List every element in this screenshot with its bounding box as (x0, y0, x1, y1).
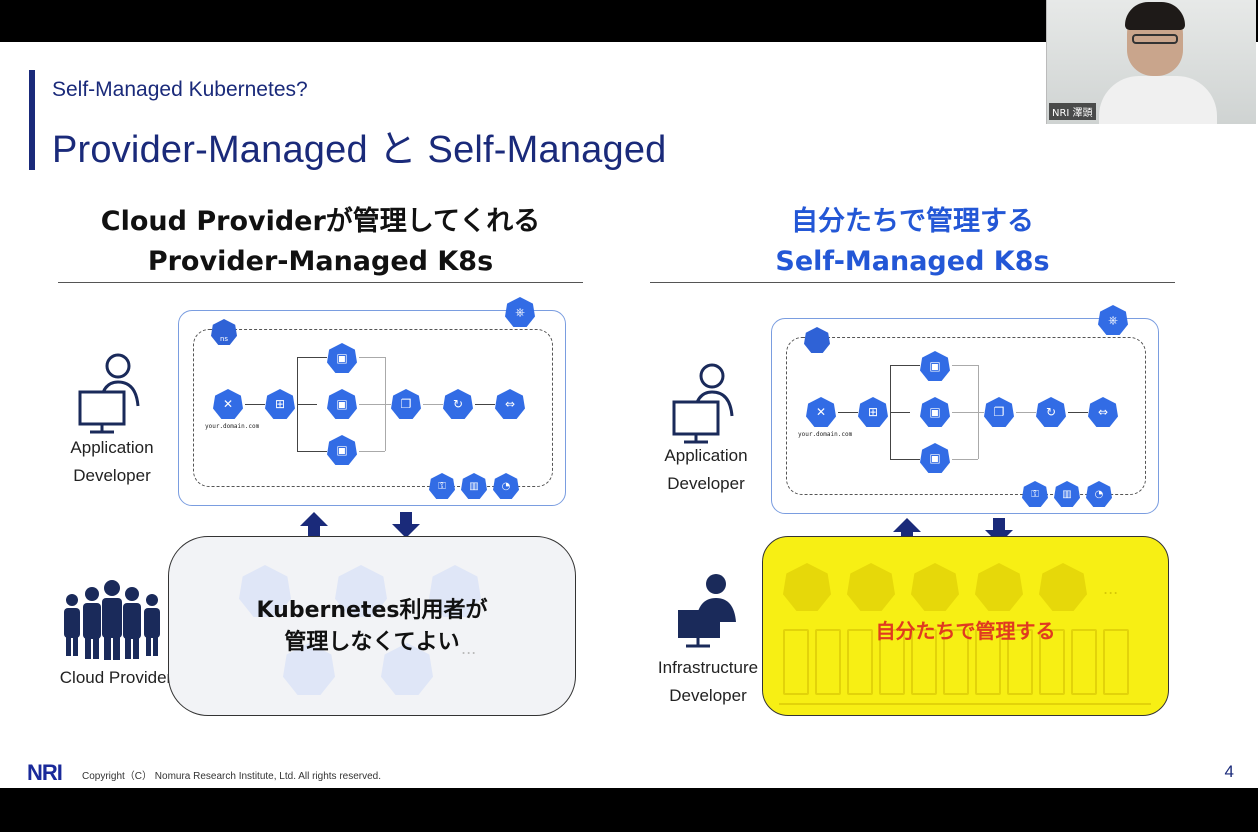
slide-title: Provider-Managed と Self-Managed (52, 129, 667, 171)
right-heading-rule (650, 282, 1175, 283)
ghost-node-icon (1039, 563, 1087, 611)
connector (890, 459, 920, 460)
kubernetes-wheel-icon: ⎈ (1098, 305, 1128, 335)
cloud-provider-role: Cloud Provider (59, 668, 173, 687)
connector (838, 412, 858, 413)
connector (359, 451, 385, 452)
server-rack-icon (1007, 629, 1033, 695)
connector (359, 357, 385, 358)
ellipsis-text: ... (1103, 579, 1119, 598)
left-cloud-provider-area: ... Kubernetes利用者が 管理しなくてよい (168, 536, 576, 716)
page-number: 4 (1224, 762, 1234, 781)
arrow-up-icon (300, 512, 328, 526)
arrow-down-stem (400, 512, 412, 524)
right-developer-role-line2: Developer (667, 474, 745, 493)
right-k8s-cluster-box: ⎈ ✕ your.domain.com ⊞ ▣ ▣ ▣ ❐ ↻ ⇔ ⚿ ▥ (771, 305, 1159, 514)
person-at-computer-icon (78, 353, 140, 434)
right-namespace-box (786, 337, 1146, 495)
connector (297, 357, 327, 358)
left-k8s-cluster-box: ⎈ ns ✕ your.domain.com ⊞ ▣ ▣ ▣ ❐ ↻ ⇔ ⚿ (178, 297, 566, 506)
right-domain-text: your.domain.com (798, 431, 853, 438)
ghost-node-icon (975, 563, 1023, 611)
webcam-person-glasses (1132, 34, 1178, 44)
copyright-text: Copyright（C） Nomura Research Institute, … (82, 771, 382, 782)
ghost-node-icon (783, 563, 831, 611)
left-heading-line2: Provider-Managed K8s (147, 246, 494, 277)
infra-developer-role: Infrastructure Developer (646, 654, 770, 710)
server-rack-icon (847, 629, 873, 695)
right-heading: 自分たちで管理する Self-Managed K8s (650, 202, 1175, 282)
connector (245, 404, 265, 405)
server-rack-icon (783, 629, 809, 695)
arrow-up-stem (308, 526, 320, 538)
webcam-person-hair (1125, 2, 1185, 30)
connector (952, 459, 978, 460)
left-developer-role-line1: Application (70, 438, 154, 457)
server-rack-icon (879, 629, 905, 695)
left-heading-line1: Cloud Providerが管理してくれる (100, 206, 541, 237)
slide-subtitle: Self-Managed Kubernetes? (52, 78, 308, 101)
cloud-text-line1: Kubernetes利用者が (256, 598, 488, 623)
person-at-computer-icon (672, 363, 734, 444)
server-rack-icon (1071, 629, 1097, 695)
yellow-area-text: 自分たちで管理する (875, 619, 1056, 643)
server-rack-icon (975, 629, 1001, 695)
webcam-person-body (1099, 76, 1217, 124)
left-heading: Cloud Providerが管理してくれる Provider-Managed … (58, 202, 583, 282)
left-heading-rule (58, 282, 583, 283)
ns-label: ns (219, 335, 229, 343)
right-developer-role: Application Developer (646, 442, 766, 498)
connector (890, 365, 920, 366)
server-rack-icon (911, 629, 937, 695)
ghost-node-icon (911, 563, 959, 611)
arrow-down-stem (993, 518, 1005, 530)
left-developer-role: Application Developer (52, 434, 172, 490)
right-heading-line2: Self-Managed K8s (775, 246, 1050, 277)
ghost-node-icon (847, 563, 895, 611)
right-developer-role-line1: Application (664, 446, 748, 465)
left-domain-text: your.domain.com (205, 423, 260, 430)
left-namespace-box (193, 329, 553, 487)
connector (890, 365, 891, 459)
connector (297, 357, 298, 451)
self-managed-infra-area: ... 自分たちで管理する (762, 536, 1169, 716)
title-accent-bar (29, 70, 35, 170)
webcam-name-label: NRI 澤頭 (1049, 103, 1096, 120)
connector (297, 451, 327, 452)
server-rack-icon (1039, 629, 1065, 695)
infra-developer-role-line1: Infrastructure (657, 658, 759, 677)
infra-developer-role-line2: Developer (669, 686, 747, 705)
connector (952, 365, 978, 366)
group-of-people-icon (64, 580, 160, 660)
presentation-slide: Self-Managed Kubernetes? Provider-Manage… (0, 42, 1258, 788)
kubernetes-wheel-icon: ⎈ (505, 297, 535, 327)
infrastructure-engineer-icon (678, 574, 736, 648)
webcam-thumbnail[interactable]: NRI 澤頭 (1046, 0, 1256, 124)
cloud-text: Kubernetes利用者が 管理しなくてよい (169, 595, 575, 659)
connector (890, 412, 910, 413)
network-line (779, 703, 1151, 705)
nri-logo: NRI (27, 760, 63, 785)
connector (423, 404, 443, 405)
right-heading-line1: 自分たちで管理する (791, 206, 1034, 237)
cloud-text-line2: 管理しなくてよい (284, 630, 460, 655)
server-rack-icon (1103, 629, 1129, 695)
connector (297, 404, 317, 405)
server-rack-icon (815, 629, 841, 695)
left-developer-role-line2: Developer (73, 466, 151, 485)
connector (475, 404, 495, 405)
server-rack-icon (943, 629, 969, 695)
ellipsis-text: ... (461, 639, 477, 658)
connector (952, 412, 984, 413)
connector (1068, 412, 1088, 413)
arrow-down-icon (392, 524, 420, 538)
connector (1016, 412, 1036, 413)
arrow-up-icon (893, 518, 921, 532)
connector (359, 404, 391, 405)
